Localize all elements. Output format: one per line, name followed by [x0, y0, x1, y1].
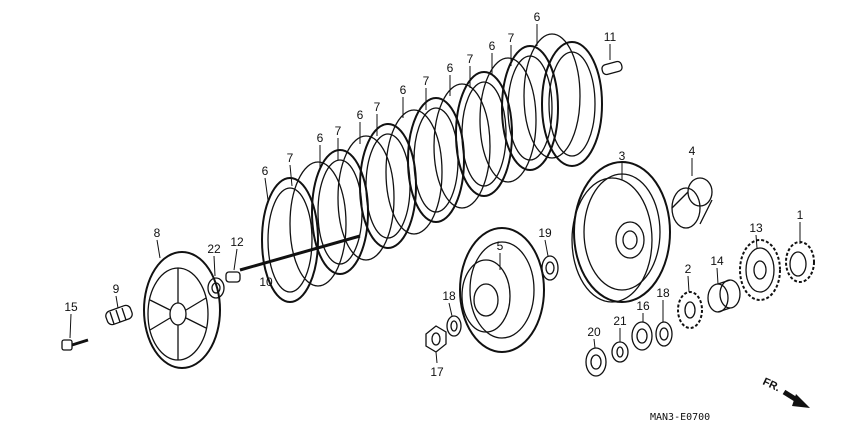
pressure-plate	[143, 251, 221, 369]
callout-21: 21	[613, 314, 627, 328]
callout-6: 6	[534, 10, 541, 24]
callout-6: 6	[317, 131, 324, 145]
washer-21	[611, 341, 629, 363]
callout-6: 6	[262, 164, 269, 178]
callout-1: 1	[797, 208, 804, 222]
leader-lines	[69, 24, 801, 364]
callout-7: 7	[467, 52, 474, 66]
callout-7: 7	[508, 31, 515, 45]
callout-labels: 6 7 6 7 6 7 6 7 6 7 6 7 6 11 3 4 8 22 12…	[64, 10, 803, 379]
washer-18	[655, 321, 673, 347]
oil-pump-drive-gear	[785, 241, 815, 283]
bearing-16	[631, 321, 653, 351]
callout-13: 13	[749, 221, 763, 235]
lock-nut	[425, 325, 447, 353]
front-arrow-icon	[782, 389, 810, 408]
callout-6: 6	[357, 108, 364, 122]
callout-7: 7	[423, 74, 430, 88]
callout-2: 2	[685, 262, 692, 276]
callout-8: 8	[154, 226, 161, 240]
callout-6: 6	[447, 61, 454, 75]
lifter-rod	[239, 234, 361, 272]
lock-washer	[446, 315, 462, 337]
callout-11: 11	[604, 30, 617, 44]
callout-3: 3	[619, 149, 626, 163]
callout-12: 12	[230, 235, 244, 249]
bearing-small	[207, 277, 225, 299]
callout-10: 10	[259, 275, 273, 289]
callout-18: 18	[442, 289, 456, 303]
callout-18: 18	[656, 286, 670, 300]
callout-14: 14	[710, 254, 724, 268]
diagram-code: MAN3-E0700	[650, 412, 710, 423]
callout-6: 6	[400, 83, 407, 97]
small-gear	[677, 291, 703, 329]
callout-7: 7	[374, 100, 381, 114]
callout-19: 19	[538, 226, 552, 240]
clutch-spring	[105, 304, 133, 326]
callout-4: 4	[689, 144, 696, 158]
clutch-outer-housing	[571, 161, 671, 303]
callout-22: 22	[207, 242, 221, 256]
callout-7: 7	[335, 124, 342, 138]
pin	[601, 60, 623, 76]
thrust-washer	[541, 255, 559, 281]
callout-7: 7	[287, 151, 294, 165]
needle-bushing	[707, 279, 741, 313]
clutch-center-hub	[459, 227, 545, 353]
bearing-20	[585, 347, 607, 377]
lifter-piece	[225, 271, 241, 283]
callout-17: 17	[430, 365, 444, 379]
callout-20: 20	[587, 325, 601, 339]
callout-16: 16	[636, 299, 650, 313]
primary-drive-gear	[739, 239, 781, 301]
callout-5: 5	[497, 239, 504, 253]
callout-6: 6	[489, 39, 496, 53]
front-direction-indicator: FR.	[761, 376, 810, 408]
bolt	[61, 338, 89, 351]
collar	[671, 177, 713, 229]
front-label: FR.	[761, 376, 782, 394]
clutch-plate-stack	[261, 33, 603, 303]
callout-9: 9	[113, 282, 120, 296]
callout-15: 15	[64, 300, 78, 314]
